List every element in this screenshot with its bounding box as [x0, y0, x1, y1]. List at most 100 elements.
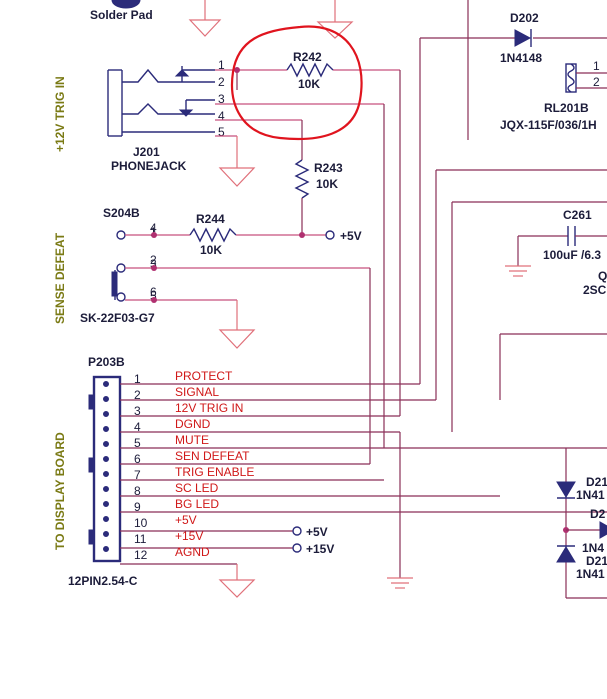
solder-pad-label: Solder Pad	[90, 8, 153, 22]
svg-text:MUTE: MUTE	[175, 433, 209, 447]
connector-pin-row-8: 8 SC LED	[120, 481, 500, 498]
connector-pin-row-7: 7 TRIG ENABLE	[120, 465, 384, 482]
connector-pin-row-10: 10 +5V +5V	[120, 513, 328, 539]
d202-label: D202	[510, 11, 539, 25]
svg-text:SC LED: SC LED	[175, 481, 219, 495]
relay-rl201b-symbol	[565, 63, 577, 93]
connector-pin-row-11: 11 +15V +15V	[120, 529, 334, 556]
svg-text:TRIG ENABLE: TRIG ENABLE	[175, 465, 254, 479]
switch-pin-2: 2	[150, 253, 157, 267]
ground-symbol-top-2	[316, 0, 354, 39]
side-label-trig-in: +12V TRIG IN	[53, 76, 67, 152]
svg-text:12V TRIG IN: 12V TRIG IN	[175, 401, 243, 415]
relay-pin-1: 1	[593, 59, 600, 73]
svg-text:1: 1	[134, 372, 141, 386]
d2-b-label: D2	[590, 507, 606, 521]
d21-diode-a-symbol	[556, 481, 576, 498]
d21-a-label: D21	[586, 475, 607, 489]
connector-pin-row-4: 4 DGND	[120, 417, 401, 578]
connector-pin-row-1: 1 PROTECT	[120, 369, 420, 386]
connector-pin-row-2: 2 SIGNAL	[120, 385, 436, 402]
q-label-partial: Q	[598, 269, 607, 283]
d2-diode-b-symbol	[599, 521, 607, 539]
ground-symbol-dgnd	[387, 577, 413, 589]
r243-value: 10K	[316, 177, 338, 191]
connector-pin-row-6: 6 SEN DEFEAT	[120, 449, 370, 466]
svg-text:SEN DEFEAT: SEN DEFEAT	[175, 449, 250, 463]
svg-text:10: 10	[134, 516, 148, 530]
plus5v-label-top: +5V	[340, 229, 362, 243]
svg-text:+15V: +15V	[175, 529, 203, 543]
svg-text:2: 2	[134, 388, 141, 402]
connector-pin-row-5: 5 MUTE	[120, 433, 607, 450]
svg-text:5: 5	[134, 436, 141, 450]
q-part-partial: 2SC	[583, 283, 607, 297]
relay-pin-2: 2	[593, 75, 600, 89]
r243-resistor-symbol	[294, 159, 310, 199]
r244-label: R244	[196, 212, 225, 226]
connector-pin-row-9: 9 BG LED	[120, 497, 607, 514]
svg-text:PROTECT: PROTECT	[175, 369, 233, 383]
svg-text:BG LED: BG LED	[175, 497, 219, 511]
rl201b-label: RL201B	[544, 101, 589, 115]
jack-pin-1: 1	[218, 58, 225, 72]
r244-value: 10K	[200, 243, 222, 257]
ground-symbol-switch	[218, 329, 256, 349]
switch-pin-3: 3	[150, 257, 157, 271]
svg-text:9: 9	[134, 500, 141, 514]
svg-text:AGND: AGND	[175, 545, 210, 559]
jack-pin-5: 5	[218, 125, 225, 139]
c261-value: 100uF /6.3	[543, 248, 601, 262]
jack-pin-2: 2	[218, 75, 225, 89]
switch-pin-1: 1	[150, 225, 157, 239]
svg-text:+15V: +15V	[306, 542, 334, 556]
ground-symbol-jack	[218, 167, 256, 187]
r243-label: R243	[314, 161, 343, 175]
svg-text:3: 3	[134, 404, 141, 418]
switch-pin-5: 5	[150, 289, 157, 303]
p203b-connector-symbol	[88, 375, 122, 563]
j201-label: J201	[133, 145, 160, 159]
svg-text:+5V: +5V	[175, 513, 197, 527]
sk-part-label: SK-22F03-G7	[80, 311, 155, 325]
sk-switch-symbol	[111, 263, 126, 302]
svg-text:SIGNAL: SIGNAL	[175, 385, 219, 399]
p203b-label: P203B	[88, 355, 125, 369]
svg-text:7: 7	[134, 468, 141, 482]
connector-pin-row-3: 3 12V TRIG IN	[120, 401, 400, 418]
svg-text:DGND: DGND	[175, 417, 211, 431]
jack-pin-4: 4	[218, 109, 225, 123]
d21-c-part-a: 1N4	[582, 541, 604, 555]
r242-label: R242	[293, 50, 322, 64]
connector-pin-row-12: 12 AGND	[120, 545, 256, 598]
ground-symbol-top-1	[188, 0, 222, 37]
j201-phonejack-symbol	[107, 66, 215, 137]
svg-text:4: 4	[134, 420, 141, 434]
r244-resistor-symbol	[189, 227, 237, 243]
d202-part: 1N4148	[500, 51, 542, 65]
d21-c-label: D21	[586, 554, 607, 568]
d21-a-part: 1N41	[576, 488, 605, 502]
side-label-to-display-board: TO DISPLAY BOARD	[53, 432, 67, 550]
rl201b-part: JQX-115F/036/1H	[500, 118, 597, 132]
svg-text:+5V: +5V	[306, 525, 328, 539]
switch-pin-4: 4	[150, 221, 157, 235]
d21-c-part-b: 1N41	[576, 567, 605, 581]
d21-diode-c-symbol	[556, 546, 576, 563]
switch-pin-6: 6	[150, 285, 157, 299]
svg-text:6: 6	[134, 452, 141, 466]
s204b-label: S204B	[103, 206, 140, 220]
plus5v-terminal-top	[325, 230, 335, 240]
solder-pad-symbol	[111, 0, 141, 9]
phonejack-label: PHONEJACK	[111, 159, 187, 173]
c261-label: C261	[563, 208, 592, 222]
annotation-circle	[231, 25, 363, 141]
side-label-sense-defeat: SENSE DEFEAT	[53, 232, 67, 324]
svg-text:12: 12	[134, 548, 148, 562]
svg-text:11: 11	[134, 532, 147, 546]
ground-symbol-c261	[505, 265, 531, 277]
d202-diode-symbol	[514, 29, 532, 47]
svg-text:8: 8	[134, 484, 141, 498]
switch-terminal-top	[116, 230, 126, 240]
